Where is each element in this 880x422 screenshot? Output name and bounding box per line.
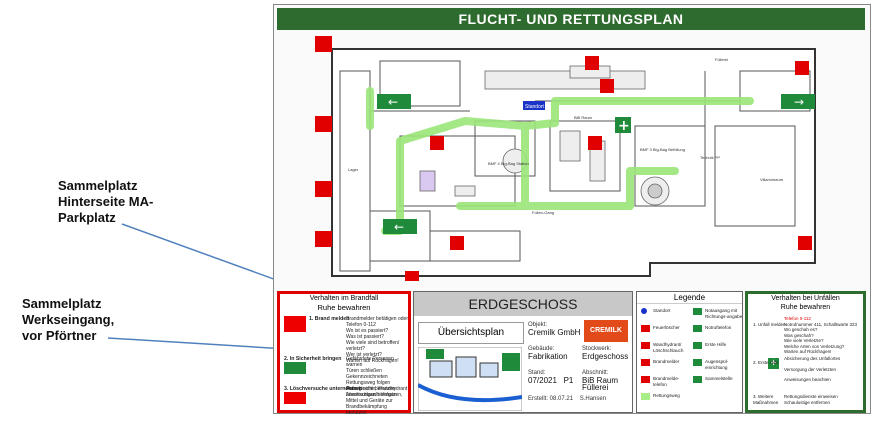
- accident-step-2-label: 2. Erste Hilfe: [753, 360, 779, 365]
- accident-behavior-panel: Verhalten bei Unfällen Ruhe bewahren 1. …: [745, 291, 866, 413]
- accident-panel-header: Verhalten bei Unfällen Ruhe bewahren: [748, 294, 863, 312]
- svg-text:→: →: [794, 95, 804, 109]
- fire-step-3: 3. Löschversuche unternehmen Feuerlösche…: [284, 386, 408, 416]
- svg-text:+: +: [618, 118, 630, 134]
- accident-step-2-desc: Absicherung des Unfallortes Versorgung d…: [784, 356, 841, 382]
- fire-equipment-icons: [315, 36, 812, 281]
- company-logo: CREMILK: [584, 320, 628, 342]
- first-aid-icon: [615, 117, 631, 133]
- legend-symbol: [641, 342, 650, 349]
- callout-sammelplatz-werkseingang: Sammelplatz Werkseingang, vor Pförtner: [22, 296, 115, 343]
- accident-step-1-desc: Telefon 0-112 Notrufnummer 411, Schalltw…: [784, 316, 857, 354]
- legend-label: Brandmelder: [653, 359, 680, 364]
- stand-cell: Stand: 07/2021 P1: [528, 370, 574, 385]
- legend-symbol: [693, 376, 702, 383]
- extinguisher-icon: [284, 392, 306, 404]
- legend-label: Augenspül-einrichtung: [705, 359, 729, 370]
- accident-panel-title: Verhalten bei Unfällen: [771, 295, 840, 302]
- legend-symbol: [641, 308, 647, 314]
- accident-panel-subtitle: Ruhe bewahren: [780, 304, 831, 311]
- abschnitt-cell: Abschnitt: BiB Raum Füllerei: [582, 370, 619, 392]
- site-overview-map: [418, 347, 522, 411]
- room-label-fullerei: Füllerei: [715, 57, 728, 62]
- legend-label: Erste Hilfe: [705, 342, 727, 347]
- overview-panel: ERDGESCHOSS Übersichtsplan Objekt: Cremi…: [413, 291, 633, 413]
- standort-marker: [523, 101, 545, 110]
- fire-panel-title: Verhalten im Brandfall: [309, 295, 379, 302]
- room-label-lager: Lager: [348, 167, 359, 172]
- fire-panel-header: Verhalten im Brandfall Ruhe bewahren: [280, 294, 408, 313]
- standort-label: Standort: [525, 104, 545, 110]
- floor-plan-drawing: Standort ← ← → +: [315, 36, 816, 281]
- erstellt-cell: Erstellt: 08.07.21 S.Hansen: [528, 396, 607, 402]
- objekt-cell: Objekt: Cremilk GmbH: [528, 322, 581, 337]
- fire-step-1: 1. Brand melden Brandmelder betätigen od…: [284, 316, 408, 364]
- evacuation-plan: FLUCHT- UND RETTUNGSPLAN: [273, 4, 871, 416]
- legend-symbol: [641, 376, 650, 383]
- room-label-technik: Technik PP: [700, 155, 720, 160]
- legend-symbol: [641, 393, 650, 400]
- svg-text:←: ←: [394, 220, 404, 234]
- accident-step-3-desc: Rettungsdienste einweisen Schaulustige e…: [784, 394, 838, 405]
- legend-label: Notausgang mit Richtungs-angabe: [705, 308, 743, 319]
- legend-symbol: [641, 359, 650, 366]
- legend-symbol: [693, 325, 702, 332]
- legend-label: Sammelstelle: [705, 376, 733, 381]
- legend-panel: Legende Standort Notausgang mit Richtungs…: [636, 291, 743, 413]
- fire-step-2: 2. In Sicherheit bringen Gefährdete Pers…: [284, 356, 397, 398]
- fire-panel-subtitle: Ruhe bewahren: [317, 303, 371, 312]
- accident-step-1-label: 1. Unfall melden: [753, 322, 786, 327]
- floor-title: ERDGESCHOSS: [414, 292, 632, 316]
- callout-sammelplatz-parkplatz: Sammelplatz Hinterseite MA- Parkplatz: [58, 178, 154, 225]
- floor-plan-map: Standort ← ← → +: [310, 31, 834, 281]
- legend-symbol: [693, 359, 702, 366]
- fire-alarm-icon: [284, 316, 306, 332]
- overview-label: Übersichtsplan: [418, 322, 524, 344]
- plan-title: FLUCHT- UND RETTUNGSPLAN: [277, 8, 865, 30]
- legend-label: Feuerlöscher: [653, 325, 680, 330]
- first-aid-icon: +: [768, 358, 779, 369]
- room-label-bib-raum: BiB Raum: [574, 115, 593, 120]
- legend-symbol: [693, 308, 702, 315]
- room-label-villaminraum: Villaminraum: [760, 177, 784, 182]
- svg-text:←: ←: [388, 95, 398, 109]
- fire-behavior-panel: Verhalten im Brandfall Ruhe bewahren 1. …: [277, 291, 411, 416]
- accident-step-3-label: 3. Weitere Maßnahmen: [753, 394, 779, 405]
- legend-label: Brandmelde-telefon: [653, 376, 680, 387]
- legend-symbol: [693, 342, 702, 349]
- room-label-foliengang: Folien-Gang: [532, 210, 554, 215]
- emergency-exit-icons: ← ← →: [377, 94, 815, 234]
- exit-arrow-icon: [284, 362, 306, 374]
- room-label-bmf3: BMF 3 Big-Bag Befüllung: [640, 147, 685, 152]
- legend-label: Notruftelefon: [705, 325, 732, 330]
- gebaeude-cell: Gebäude: Fabrikation: [528, 346, 568, 361]
- legend-label: Standort: [653, 308, 671, 313]
- stockwerk-cell: Stockwerk: Erdgeschoss: [582, 346, 629, 361]
- legend-label: Rettungsweg: [653, 393, 680, 398]
- legend-title: Legende: [637, 292, 742, 304]
- legend-symbol: [641, 325, 650, 332]
- room-label-bmf4: BMF 4 Big-Bag Station: [488, 161, 529, 166]
- legend-label: Wandhydrant/ Löschschlauch: [653, 342, 684, 353]
